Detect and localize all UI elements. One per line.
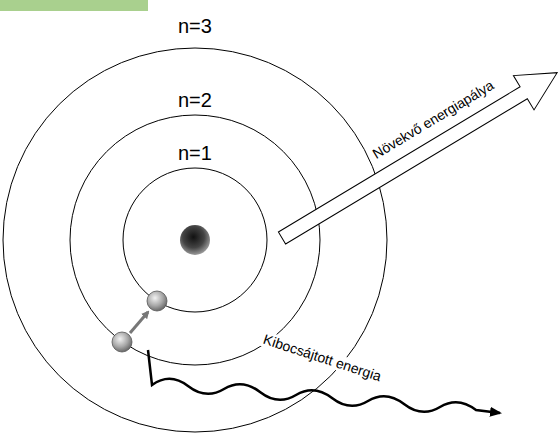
transition-arrow — [130, 312, 148, 333]
orbit-3 — [3, 48, 387, 432]
nucleus — [180, 225, 210, 255]
electron — [147, 291, 167, 311]
orbit-label: n=3 — [176, 15, 214, 37]
orbit-label: n=1 — [176, 142, 214, 164]
energy-level-arrow — [272, 56, 559, 256]
header-bar — [0, 0, 148, 11]
orbit-2 — [70, 115, 320, 365]
electron — [112, 332, 132, 352]
orbit-1 — [123, 168, 267, 312]
wave-label: Kibocsájtott energia — [260, 330, 386, 384]
orbit-label: n=2 — [176, 89, 214, 111]
